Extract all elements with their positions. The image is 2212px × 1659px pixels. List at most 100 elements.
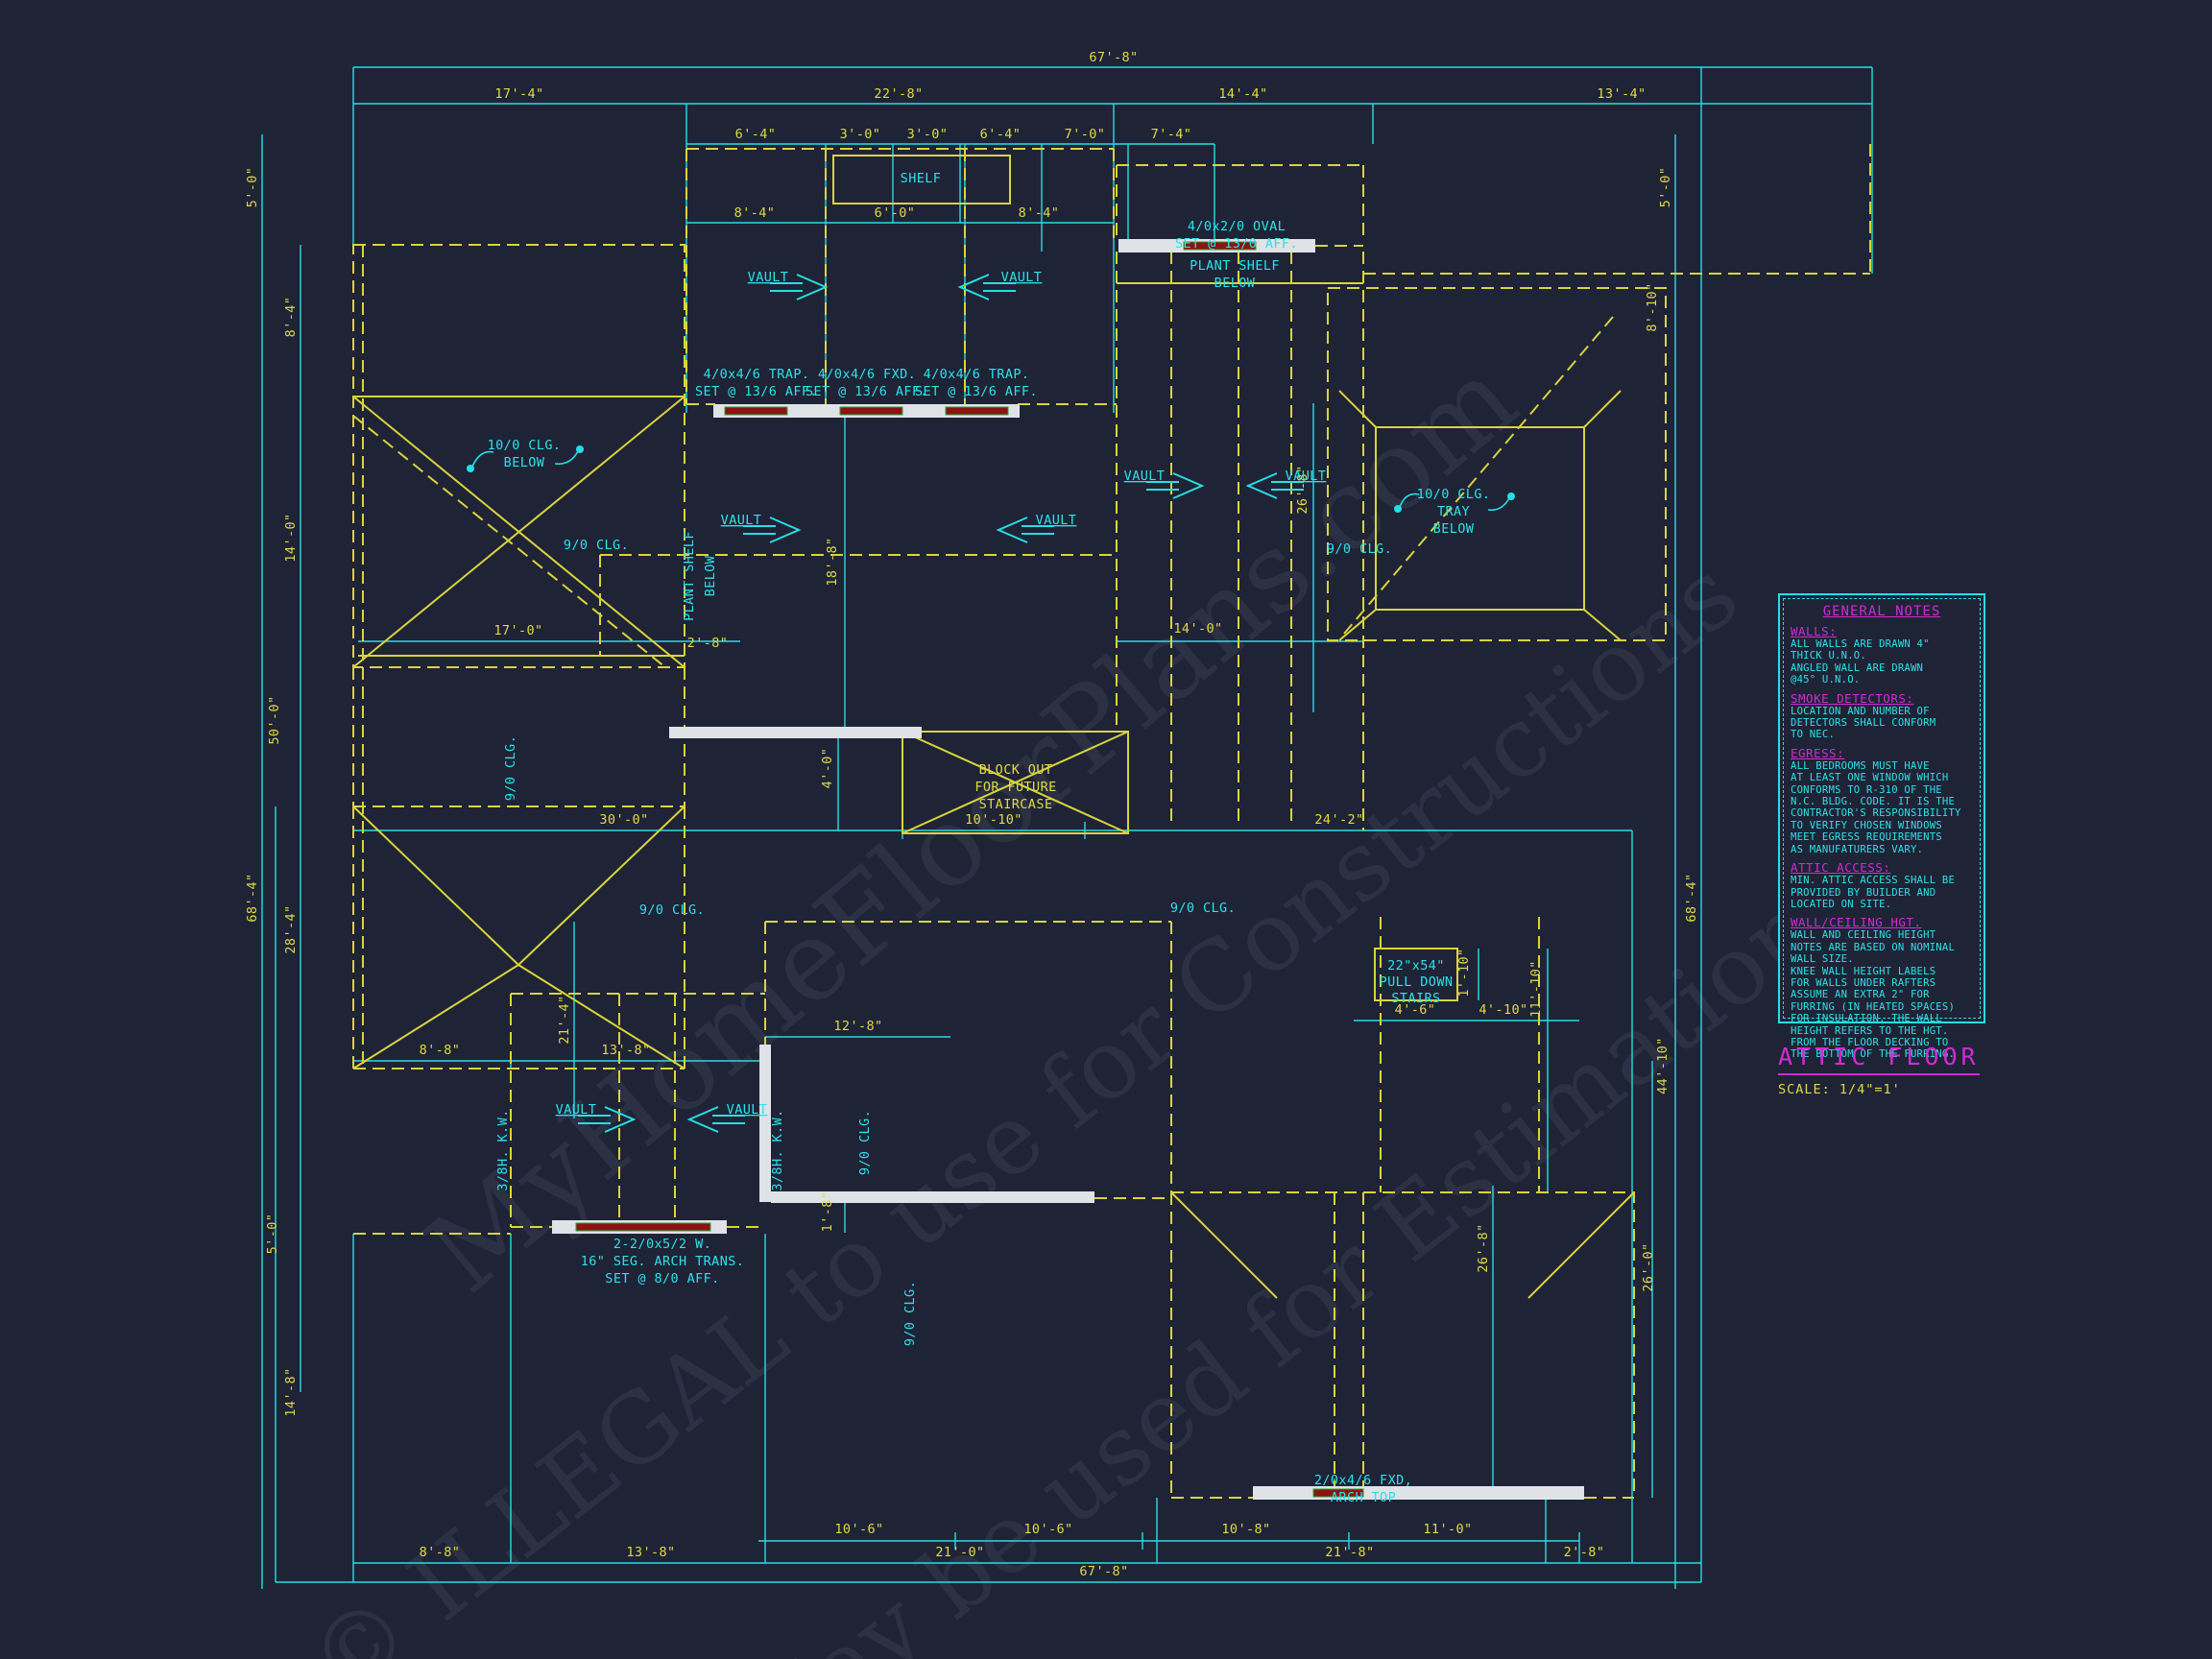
note-line: WALL AND CEILING HEIGHT <box>1791 929 1936 942</box>
dim-label: 8'-4" <box>1019 205 1060 221</box>
dim-label: 18'-8" <box>825 537 840 586</box>
ceiling-label: 9/0 CLG. <box>857 1110 873 1175</box>
knee-wall-label: 3/8H. K.W. <box>770 1109 785 1190</box>
note-line: ALL BEDROOMS MUST HAVE <box>1791 759 1930 772</box>
dim-label: 21'-4" <box>557 995 572 1044</box>
note-line: THE BOTTOM OF THE FURRING. <box>1791 1048 1956 1061</box>
dim-label: 6'-4" <box>735 127 777 142</box>
dim-label: 68'-4" <box>245 873 260 922</box>
arrow-right-icon <box>743 517 802 543</box>
dim-label: 44'-10" <box>1655 1037 1671 1094</box>
dim-label: 10'-6" <box>1023 1522 1072 1537</box>
shelf-label: SHELF <box>901 171 942 186</box>
note-section-heading: WALLS: <box>1791 624 1838 638</box>
ceiling-label: BELOW <box>1433 521 1475 537</box>
dim-label: 4'-10" <box>1479 1002 1527 1018</box>
dim-label: 3'-0" <box>840 127 881 142</box>
vault-label: VAULT <box>727 1102 768 1118</box>
blockout-label: FOR FUTURE <box>974 780 1056 795</box>
vault-label: VAULT <box>1124 469 1166 484</box>
dim-label: 6'-0" <box>875 205 916 221</box>
dim-label: 26'-0" <box>1641 1242 1656 1291</box>
ceiling-label: 10/0 CLG. <box>488 438 562 453</box>
ceiling-label: 9/0 CLG. <box>564 538 629 553</box>
note-line: CONTRACTOR'S RESPONSIBILITY <box>1791 807 1961 820</box>
dim-label: 50'-0" <box>267 695 282 744</box>
window-oval <box>1183 241 1257 251</box>
dim-label: 14'-4" <box>1218 86 1267 102</box>
note-line: LOCATED ON SITE. <box>1791 898 1892 910</box>
window-label: 4/0x2/0 OVAL <box>1188 219 1286 234</box>
stairs-label: STAIRS <box>1391 991 1440 1006</box>
dim-label: 7'-4" <box>1151 127 1192 142</box>
window-label: 2/0x4/6 FXD, <box>1314 1473 1412 1488</box>
window-label: 16" SEG. ARCH TRANS. <box>581 1254 745 1269</box>
dim-label: 13'-4" <box>1597 86 1646 102</box>
note-line: THICK U.N.O. <box>1791 650 1866 662</box>
dim-label: 8'-8" <box>420 1043 461 1058</box>
dim-label: 4'-6" <box>1395 1002 1436 1018</box>
dim-label: 1'-8" <box>820 1191 835 1233</box>
note-line: PROVIDED BY BUILDER AND <box>1791 886 1936 899</box>
general-notes-inner: GENERAL NOTES WALLS: ALL WALLS ARE DRAWN… <box>1783 598 1981 1060</box>
note-line: NOTES ARE BASED ON NOMINAL <box>1791 941 1956 953</box>
vault-label: VAULT <box>748 270 789 285</box>
note-section-body: ALL WALLS ARE DRAWN 4"THICK U.N.O.ANGLED… <box>1791 638 1973 686</box>
dim-label: 26'-8" <box>1295 465 1310 514</box>
dim-label: 24'-2" <box>1314 812 1363 828</box>
note-line: FOR WALLS UNDER RAFTERS <box>1791 976 1936 989</box>
dim-label: 11'-0" <box>1423 1522 1472 1537</box>
ceiling-label: 9/0 CLG. <box>902 1281 918 1346</box>
vault-label: VAULT <box>1286 469 1327 484</box>
dim-label: 8'-4" <box>283 297 299 338</box>
arrow-left-icon <box>996 517 1054 543</box>
note-line: ALL WALLS ARE DRAWN 4" <box>1791 638 1930 650</box>
dim-label: 10'-8" <box>1221 1522 1270 1537</box>
note-line: AT LEAST ONE WINDOW WHICH <box>1791 772 1949 784</box>
windows <box>575 241 1364 1498</box>
note-line: CONFORMS TO R-310 OF THE <box>1791 783 1942 796</box>
note-line: HEIGHT REFERS TO THE HGT. <box>1791 1024 1949 1037</box>
window-arch-trans <box>575 1222 711 1232</box>
dim-label: 67'-8" <box>1089 50 1138 65</box>
walls-solid <box>352 155 1635 1299</box>
note-line: MIN. ATTIC ACCESS SHALL BE <box>1791 875 1956 887</box>
vault-label: VAULT <box>556 1102 597 1118</box>
dim-label: 11'-10" <box>1528 960 1544 1018</box>
note-section-heading: ATTIC ACCESS: <box>1791 860 1891 876</box>
dim-label: 14'-0" <box>283 513 299 562</box>
dim-label: 6'-4" <box>980 127 1022 142</box>
window-arch-top <box>1312 1488 1364 1498</box>
window-label: SET @ 13/0 AFF. <box>1175 236 1298 252</box>
dim-label: 2'-8" <box>687 636 729 651</box>
arrow-left-icon <box>686 1106 745 1133</box>
dim-label: 5'-0" <box>265 1214 280 1255</box>
arrow-left-icon <box>1245 472 1304 499</box>
window-label: ARCH TOP <box>1331 1490 1396 1505</box>
note-line: ANGLED WALL ARE DRAWN <box>1791 661 1924 674</box>
vault-arrows <box>578 274 1304 1133</box>
dim-label: 17'-0" <box>493 623 542 638</box>
arrow-right-icon <box>1146 472 1205 499</box>
dim-label: 10'-10" <box>965 812 1022 828</box>
window-label: SET @ 8/0 AFF. <box>605 1271 719 1286</box>
note-line: TO VERIFY CHOSEN WINDOWS <box>1791 819 1942 831</box>
dim-label: 22'-8" <box>874 86 923 102</box>
walls-dashed <box>352 144 1871 1499</box>
drawing-scale: SCALE: 1/4"=1' <box>1778 1082 1901 1097</box>
labels-layer: 67'-8"17'-4"22'-8"14'-4"13'-4"6'-4"3'-0"… <box>245 50 1699 1579</box>
dim-label: 8'-4" <box>734 205 776 221</box>
note-section-attic-access: ATTIC ACCESS: MIN. ATTIC ACCESS SHALL BE… <box>1791 860 1973 910</box>
dim-label: 21'-8" <box>1325 1545 1374 1560</box>
dim-label: 4'-0" <box>820 748 835 789</box>
dim-label: 13'-8" <box>626 1545 675 1560</box>
plant-shelf-label: BELOW <box>1214 276 1256 291</box>
note-line: FURRING (IN HEATED SPACES) <box>1791 1000 1956 1013</box>
stair-blockout <box>902 731 1129 834</box>
